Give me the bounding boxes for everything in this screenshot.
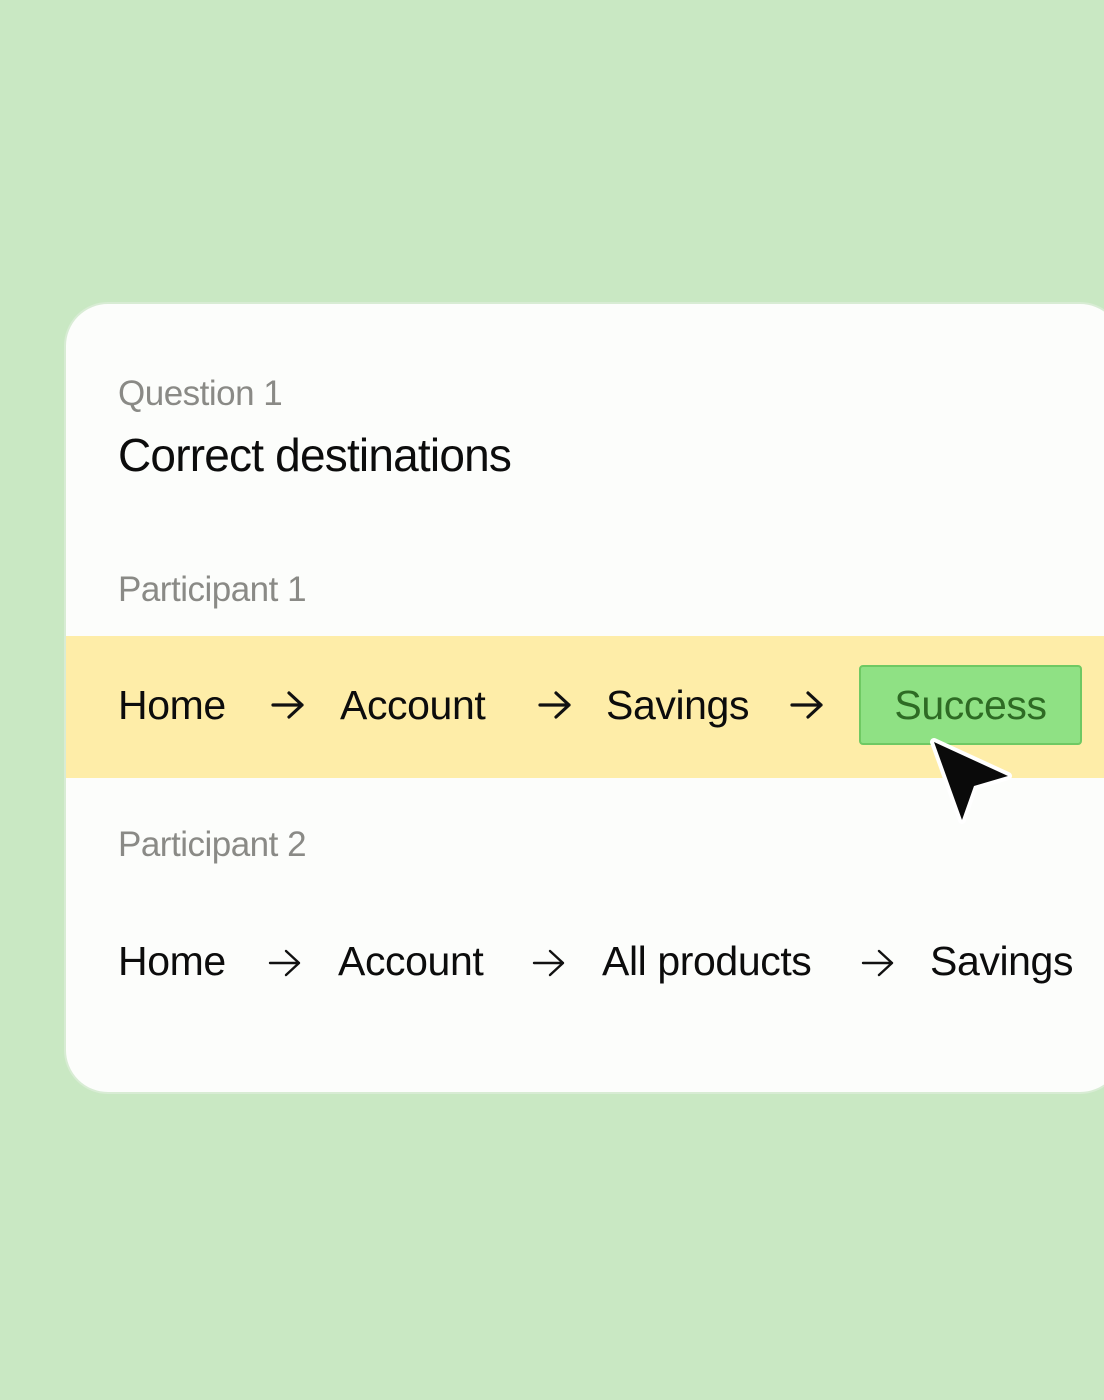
path-node: Savings [930, 938, 1074, 984]
question-card: Question 1 Correct destinations Particip… [64, 302, 1104, 1094]
path-node: Home [118, 682, 226, 728]
mouse-cursor-icon [930, 738, 1012, 824]
arrow-right-icon [861, 949, 894, 977]
participant-path-row: Home Account All products Savings [66, 896, 1104, 1036]
question-number: Question 1 [118, 374, 283, 413]
participant-label: Participant 2 [118, 825, 307, 864]
path-node: Account [338, 938, 484, 984]
path-node: All products [602, 938, 812, 984]
path-node: Savings [606, 682, 750, 728]
arrow-right-icon [271, 691, 304, 719]
question-title: Correct destinations [118, 429, 512, 481]
path-node: Account [340, 682, 486, 728]
arrow-right-icon [790, 691, 823, 719]
participant-label: Participant 1 [118, 570, 307, 609]
arrow-right-icon [268, 949, 301, 977]
path-node: Home [118, 938, 226, 984]
arrow-right-icon [532, 949, 565, 977]
success-badge[interactable]: Success [859, 665, 1082, 745]
arrow-right-icon [538, 691, 571, 719]
participant-path-row: Home Account Savings Success [66, 636, 1104, 778]
